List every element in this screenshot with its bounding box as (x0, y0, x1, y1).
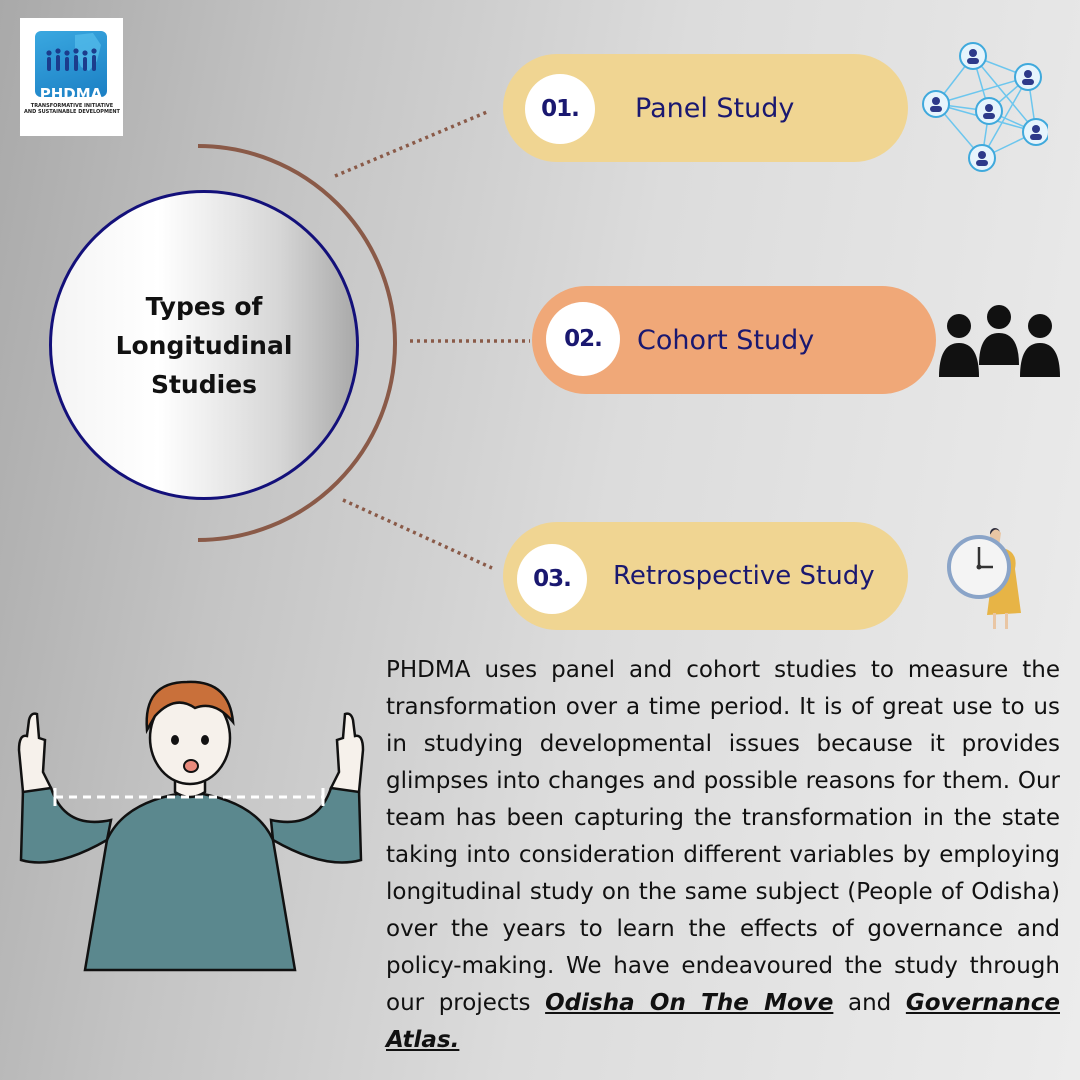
center-title: Types of Longitudinal Studies (115, 291, 293, 399)
study-label: Panel Study (635, 92, 795, 124)
study-pill-panel: 01. Panel Study (503, 54, 908, 162)
connector-3 (342, 498, 493, 570)
torso (83, 790, 297, 972)
group-people-icon (939, 305, 1060, 377)
logo-tagline: TRANSFORMATIVE INITIATIVE AND SUSTAINABL… (24, 103, 120, 115)
right-arm (269, 786, 363, 864)
study-label: Retrospective Study (613, 561, 875, 591)
study-number: 01. (541, 96, 580, 122)
right-hand (329, 712, 365, 794)
network-people-icon (922, 42, 1048, 172)
hair (145, 680, 235, 735)
person-measuring-illustration (17, 680, 365, 972)
center-circle: Types of Longitudinal Studies (49, 190, 359, 500)
logo-mark: PHDMA (35, 31, 107, 103)
connector-1 (334, 110, 488, 178)
phdma-logo: PHDMA TRANSFORMATIVE INITIATIVE AND SUST… (20, 18, 123, 136)
clock-person-icon (947, 528, 1021, 629)
paragraph-text: PHDMA uses panel and cohort studies to m… (386, 657, 1060, 1016)
paragraph-connector: and (847, 990, 892, 1016)
study-label: Cohort Study (637, 324, 815, 356)
study-number: 03. (533, 566, 572, 592)
outer-arc (197, 144, 397, 542)
study-pill-cohort: 02. Cohort Study (532, 286, 936, 394)
left-hand (17, 712, 53, 794)
number-badge: 02. (546, 302, 620, 376)
left-arm (19, 786, 113, 864)
study-pill-retrospective: 03. Retrospective Study (503, 522, 908, 630)
description-paragraph: PHDMA uses panel and cohort studies to m… (386, 652, 1060, 1059)
number-badge: 03. (517, 544, 587, 614)
mouth (183, 759, 199, 773)
governance-atlas-link[interactable]: Governance Atlas. (386, 990, 1060, 1053)
logo-name: PHDMA (39, 85, 103, 103)
odisha-on-the-move-link[interactable]: Odisha On The Move (545, 990, 834, 1016)
number-badge: 01. (525, 74, 595, 144)
people-figures-icon (46, 33, 101, 71)
study-number: 02. (564, 326, 603, 352)
